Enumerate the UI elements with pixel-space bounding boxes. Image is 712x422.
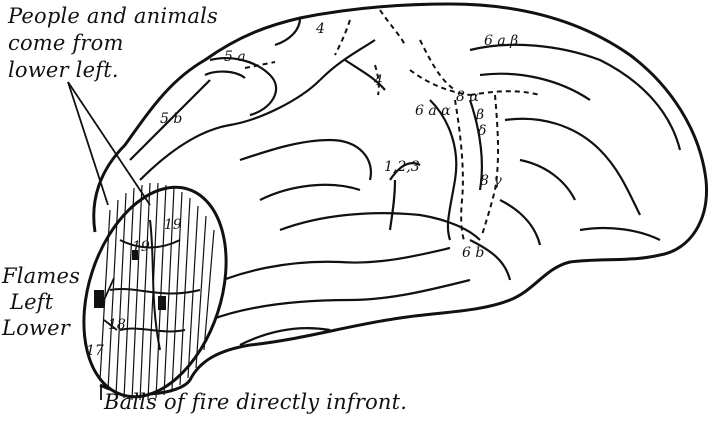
label-area-19: 19 [164,218,182,232]
label-area-8a: 8 α [456,90,479,104]
label-area-5b: 5 b [160,112,182,126]
annotation-flames-line3: Lower [2,318,70,339]
label-area-17: 17 [86,344,104,358]
label-area-6ab: 6 a β [484,34,518,48]
label-area-6aa: 6 a α [415,104,451,118]
label-area-18: 18 [108,318,126,332]
label-area-123: 1,2,3 [384,160,420,174]
annotation-people-line2: come from [8,33,124,54]
label-area-6b: 6 b [462,246,484,260]
annotation-balls-of-fire: Balls of fire directly infront. [104,392,407,413]
label-area-4-top: 4 [316,22,325,36]
annotation-people-line1: People and animals [8,6,218,27]
label-area-4-mid: 4 [374,74,383,88]
label-area-8g: 8 γ [480,174,502,188]
label-area-19b: 19 [132,240,150,254]
annotation-flames-line1: Flames [2,266,80,287]
annotation-flames-line2: Left [10,292,53,313]
label-area-8b: β [476,108,484,122]
label-area-5a: 5 a [224,50,246,64]
label-area-8d: δ [478,124,486,138]
occipital-hatched-region [59,169,251,415]
annotation-people-line3: lower left. [8,60,119,81]
